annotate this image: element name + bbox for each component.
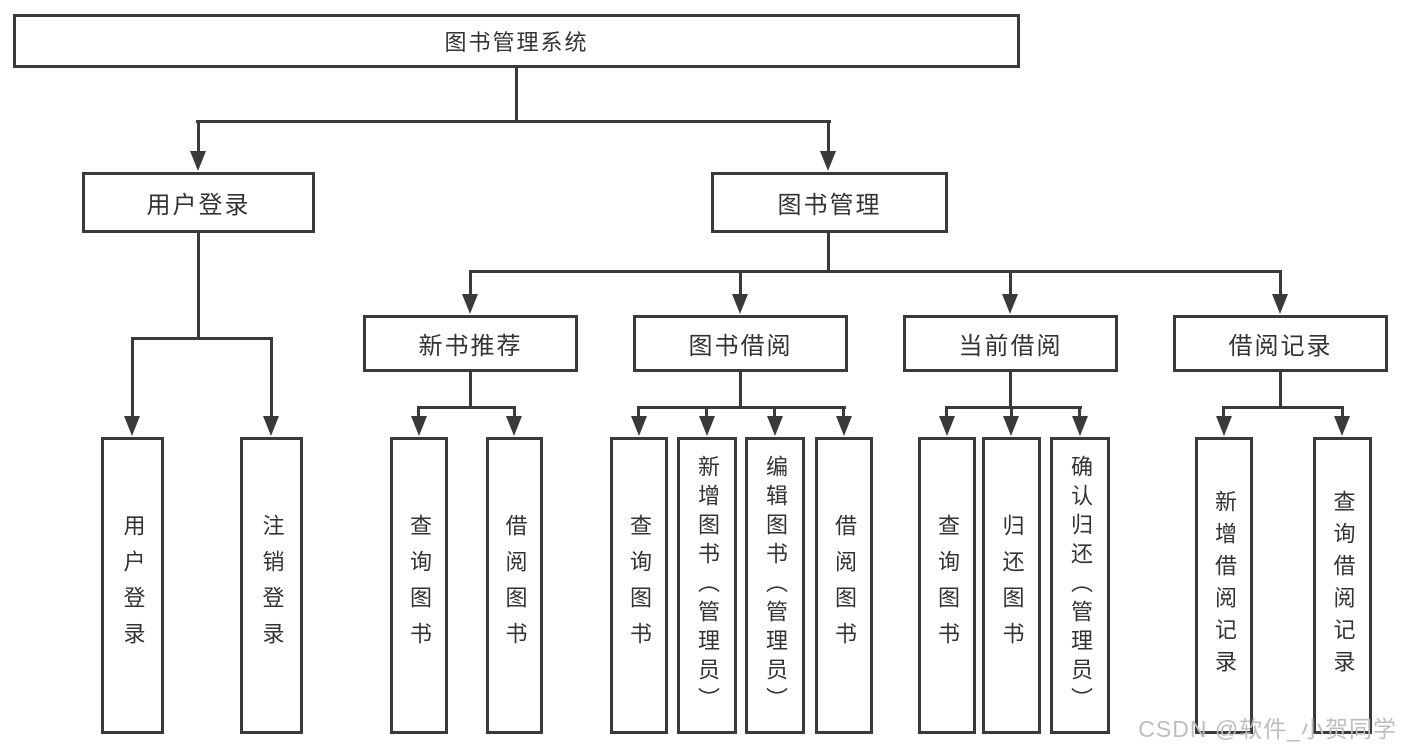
node-add-books-admin: 新增图书（管理员） [677, 437, 737, 734]
connector-vline [1222, 406, 1225, 419]
arrowhead-down-icon [124, 416, 140, 436]
node-current-borrowing: 当前借阅 [903, 315, 1118, 372]
connector-hline [637, 406, 846, 409]
arrowhead-down-icon [263, 416, 279, 436]
arrowhead-down-icon [820, 151, 836, 171]
arrowhead-down-icon [939, 416, 955, 436]
connector-vline [1279, 372, 1282, 409]
arrowhead-down-icon [836, 416, 852, 436]
arrowhead-down-icon [1003, 416, 1019, 436]
node-label: 图书管理 [777, 192, 882, 219]
arrowhead-down-icon [506, 416, 522, 436]
node-library-management-system: 图书管理系统 [13, 14, 1020, 68]
arrowhead-down-icon [1272, 294, 1288, 314]
arrowhead-down-icon [190, 151, 206, 171]
connector-vline [1279, 270, 1282, 297]
node-label: 归还图书 [999, 513, 1025, 658]
node-return-books: 归还图书 [982, 437, 1041, 734]
connector-vline [637, 406, 640, 419]
connector-vline [1341, 406, 1344, 419]
node-recommend-borrow-books: 借阅图书 [486, 437, 543, 734]
connector-hline [196, 120, 831, 123]
connector-vline [827, 233, 830, 273]
connector-vline [131, 337, 134, 418]
node-user-login-leaf: 用户登录 [101, 437, 164, 734]
node-recommend-query-books: 查询图书 [390, 437, 448, 734]
node-query-borrow-record: 查询借阅记录 [1313, 437, 1372, 734]
node-label: 用户登录 [146, 192, 251, 219]
node-label: 借阅图书 [502, 513, 528, 658]
connector-hline [131, 337, 272, 340]
node-label: 当前借阅 [958, 333, 1063, 360]
arrowhead-down-icon [462, 294, 478, 314]
node-label: 借阅图书 [832, 513, 857, 658]
connector-vline [827, 120, 830, 154]
arrowhead-down-icon [411, 416, 427, 436]
node-borrowing-records: 借阅记录 [1173, 315, 1388, 372]
node-label: 图书借阅 [688, 333, 793, 360]
connector-vline [417, 406, 420, 419]
connector-vline [739, 372, 742, 409]
connector-vline [1009, 270, 1012, 297]
connector-vline [1078, 406, 1081, 419]
arrowhead-down-icon [699, 416, 715, 436]
connector-vline [469, 270, 472, 297]
connector-vline [197, 120, 200, 154]
node-add-borrow-record: 新增借阅记录 [1195, 437, 1253, 734]
node-borrowing-query-books: 查询图书 [610, 437, 668, 734]
node-label: 用户登录 [120, 513, 146, 658]
node-label: 编辑图书（管理员） [763, 455, 788, 716]
connector-hline [1222, 406, 1344, 409]
node-label: 借阅记录 [1228, 333, 1333, 360]
arrowhead-down-icon [631, 416, 647, 436]
node-label: 新增借阅记录 [1212, 489, 1237, 682]
node-label: 查询图书 [407, 513, 432, 658]
node-book-borrowing: 图书借阅 [633, 315, 848, 372]
node-current-query-books: 查询图书 [918, 437, 976, 734]
node-new-book-recommend: 新书推荐 [363, 315, 578, 372]
node-label: 确认归还（管理员） [1068, 455, 1093, 716]
connector-vline [739, 270, 742, 297]
arrowhead-down-icon [732, 294, 748, 314]
node-user-login-group: 用户登录 [82, 172, 315, 233]
connector-vline [515, 68, 518, 123]
node-confirm-return-admin: 确认归还（管理员） [1050, 437, 1110, 734]
arrowhead-down-icon [767, 416, 783, 436]
connector-vline [270, 337, 273, 418]
connector-hline [469, 270, 1282, 273]
csdn-watermark: CSDN @软件_小贺同学 [1138, 716, 1397, 742]
connector-vline [197, 233, 200, 340]
node-label: 查询图书 [627, 513, 652, 658]
connector-hline [417, 406, 516, 409]
node-label: 新书推荐 [418, 333, 523, 360]
connector-hline [945, 406, 1082, 409]
connector-vline [773, 406, 776, 419]
node-label: 注销登录 [259, 513, 285, 658]
node-label: 查询图书 [935, 513, 960, 658]
connector-vline [1009, 372, 1012, 409]
arrowhead-down-icon [1216, 416, 1232, 436]
node-edit-books-admin: 编辑图书（管理员） [745, 437, 805, 734]
connector-vline [513, 406, 516, 419]
node-label: 查询借阅记录 [1330, 489, 1356, 682]
connector-vline [469, 372, 472, 409]
connector-vline [705, 406, 708, 419]
arrowhead-down-icon [1002, 294, 1018, 314]
arrowhead-down-icon [1334, 416, 1350, 436]
node-borrowing-borrow-books: 借阅图书 [815, 437, 873, 734]
connector-vline [842, 406, 845, 419]
connector-vline [945, 406, 948, 419]
node-logout: 注销登录 [240, 437, 303, 734]
arrowhead-down-icon [1072, 416, 1088, 436]
node-book-management: 图书管理 [711, 172, 948, 233]
connector-vline [1010, 406, 1013, 419]
node-label: 新增图书（管理员） [695, 455, 720, 716]
node-label: 图书管理系统 [444, 30, 589, 55]
